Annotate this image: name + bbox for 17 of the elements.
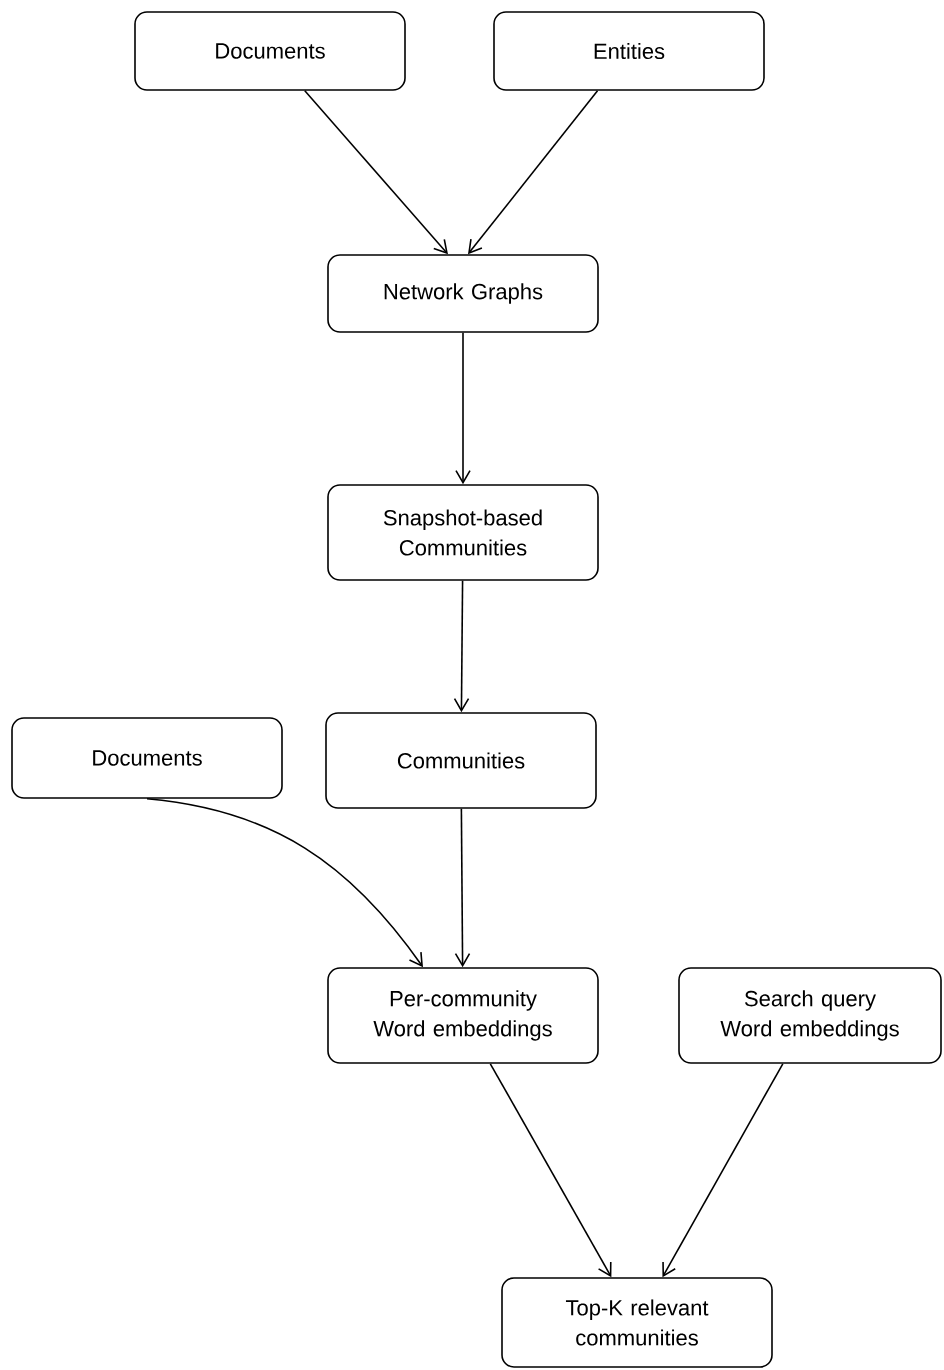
process-box: Entities <box>493 11 765 91</box>
process-box: Snapshot-based Communities <box>327 484 599 581</box>
arrow <box>662 1063 784 1278</box>
process-box: Search query Word embeddings <box>678 967 942 1064</box>
arrow <box>489 1063 612 1278</box>
arrow <box>468 90 599 255</box>
process-box: Network Graphs <box>327 254 599 333</box>
arrow <box>146 798 423 968</box>
process-box: Documents <box>134 11 406 91</box>
process-box: Communities <box>325 712 597 809</box>
arrow <box>453 580 470 713</box>
arrow <box>455 332 471 485</box>
arrow <box>454 808 471 968</box>
arrow <box>304 90 448 255</box>
process-box: Top-K relevant communities <box>501 1277 773 1368</box>
process-box: Documents <box>11 717 283 799</box>
process-box: Per-community Word embeddings <box>327 967 599 1064</box>
